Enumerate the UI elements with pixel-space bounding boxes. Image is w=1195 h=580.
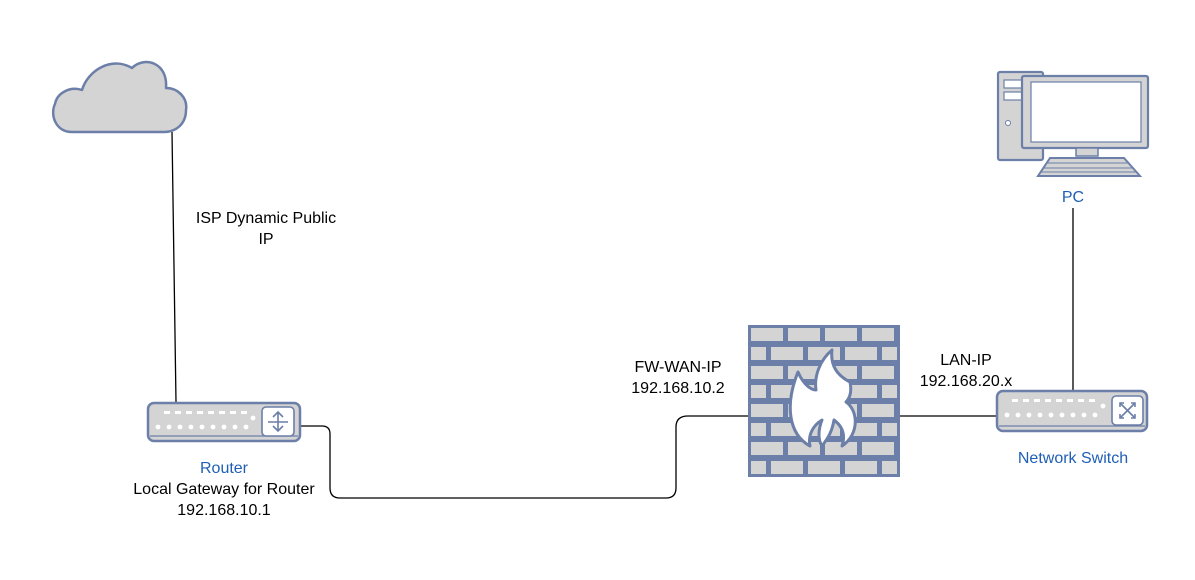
firewall-brick xyxy=(862,366,894,379)
firewall-brick xyxy=(751,423,766,436)
firewall-brick xyxy=(751,442,783,455)
firewall-brick xyxy=(882,347,897,360)
firewall-brick xyxy=(825,442,857,455)
firewall-brick xyxy=(862,404,894,417)
firewall-brick xyxy=(845,347,877,360)
network-switch-icon[interactable] xyxy=(995,389,1149,433)
router-icon[interactable] xyxy=(146,401,302,443)
edge-label-isp-line1: ISP Dynamic Public xyxy=(195,210,337,227)
firewall-brick xyxy=(751,366,783,379)
firewall-brick xyxy=(825,328,857,341)
firewall-brick xyxy=(751,328,783,341)
edge-label-isp: ISP Dynamic Public IP xyxy=(166,208,366,250)
firewall-brick xyxy=(788,442,820,455)
firewall-brick xyxy=(751,461,766,474)
fw-wan-ip: 192.168.10.2 xyxy=(631,380,725,397)
router-gateway-ip: 192.168.10.1 xyxy=(177,502,271,519)
pc-icon[interactable] xyxy=(996,70,1150,177)
firewall-icon[interactable] xyxy=(748,325,900,477)
edge-label-fw-wan: FW-WAN-IP 192.168.10.2 xyxy=(598,357,758,399)
firewall-brick xyxy=(862,442,894,455)
firewall-brick xyxy=(845,385,877,398)
lan-ip: 192.168.20.x xyxy=(919,373,1013,390)
firewall-brick xyxy=(808,461,840,474)
firewall-brick xyxy=(862,328,894,341)
firewall-brick xyxy=(751,347,766,360)
firewall-brick xyxy=(882,385,897,398)
pc-caption: PC xyxy=(1061,189,1085,206)
firewall-brick xyxy=(771,347,803,360)
firewall-brick xyxy=(788,328,820,341)
edge-cloud-router xyxy=(171,131,177,403)
firewall-brick xyxy=(751,385,766,398)
router-caption: Router Local Gateway for Router 192.168.… xyxy=(108,458,340,521)
switch-caption: Network Switch xyxy=(1017,450,1129,467)
fw-wan-label: FW-WAN-IP xyxy=(634,359,722,376)
firewall-brick xyxy=(845,461,877,474)
edge-label-lan: LAN-IP 192.168.20.x xyxy=(896,350,1036,392)
router-title: Router xyxy=(199,460,249,477)
router-gateway-label: Local Gateway for Router xyxy=(133,481,315,498)
cloud-icon xyxy=(51,60,188,134)
lan-label: LAN-IP xyxy=(940,352,992,369)
firewall-brick xyxy=(882,461,897,474)
firewall-brick xyxy=(751,404,783,417)
edge-label-isp-line2: IP xyxy=(258,231,274,248)
firewall-brick xyxy=(882,423,897,436)
edge-router-firewall xyxy=(300,415,1000,499)
firewall-brick xyxy=(771,461,803,474)
